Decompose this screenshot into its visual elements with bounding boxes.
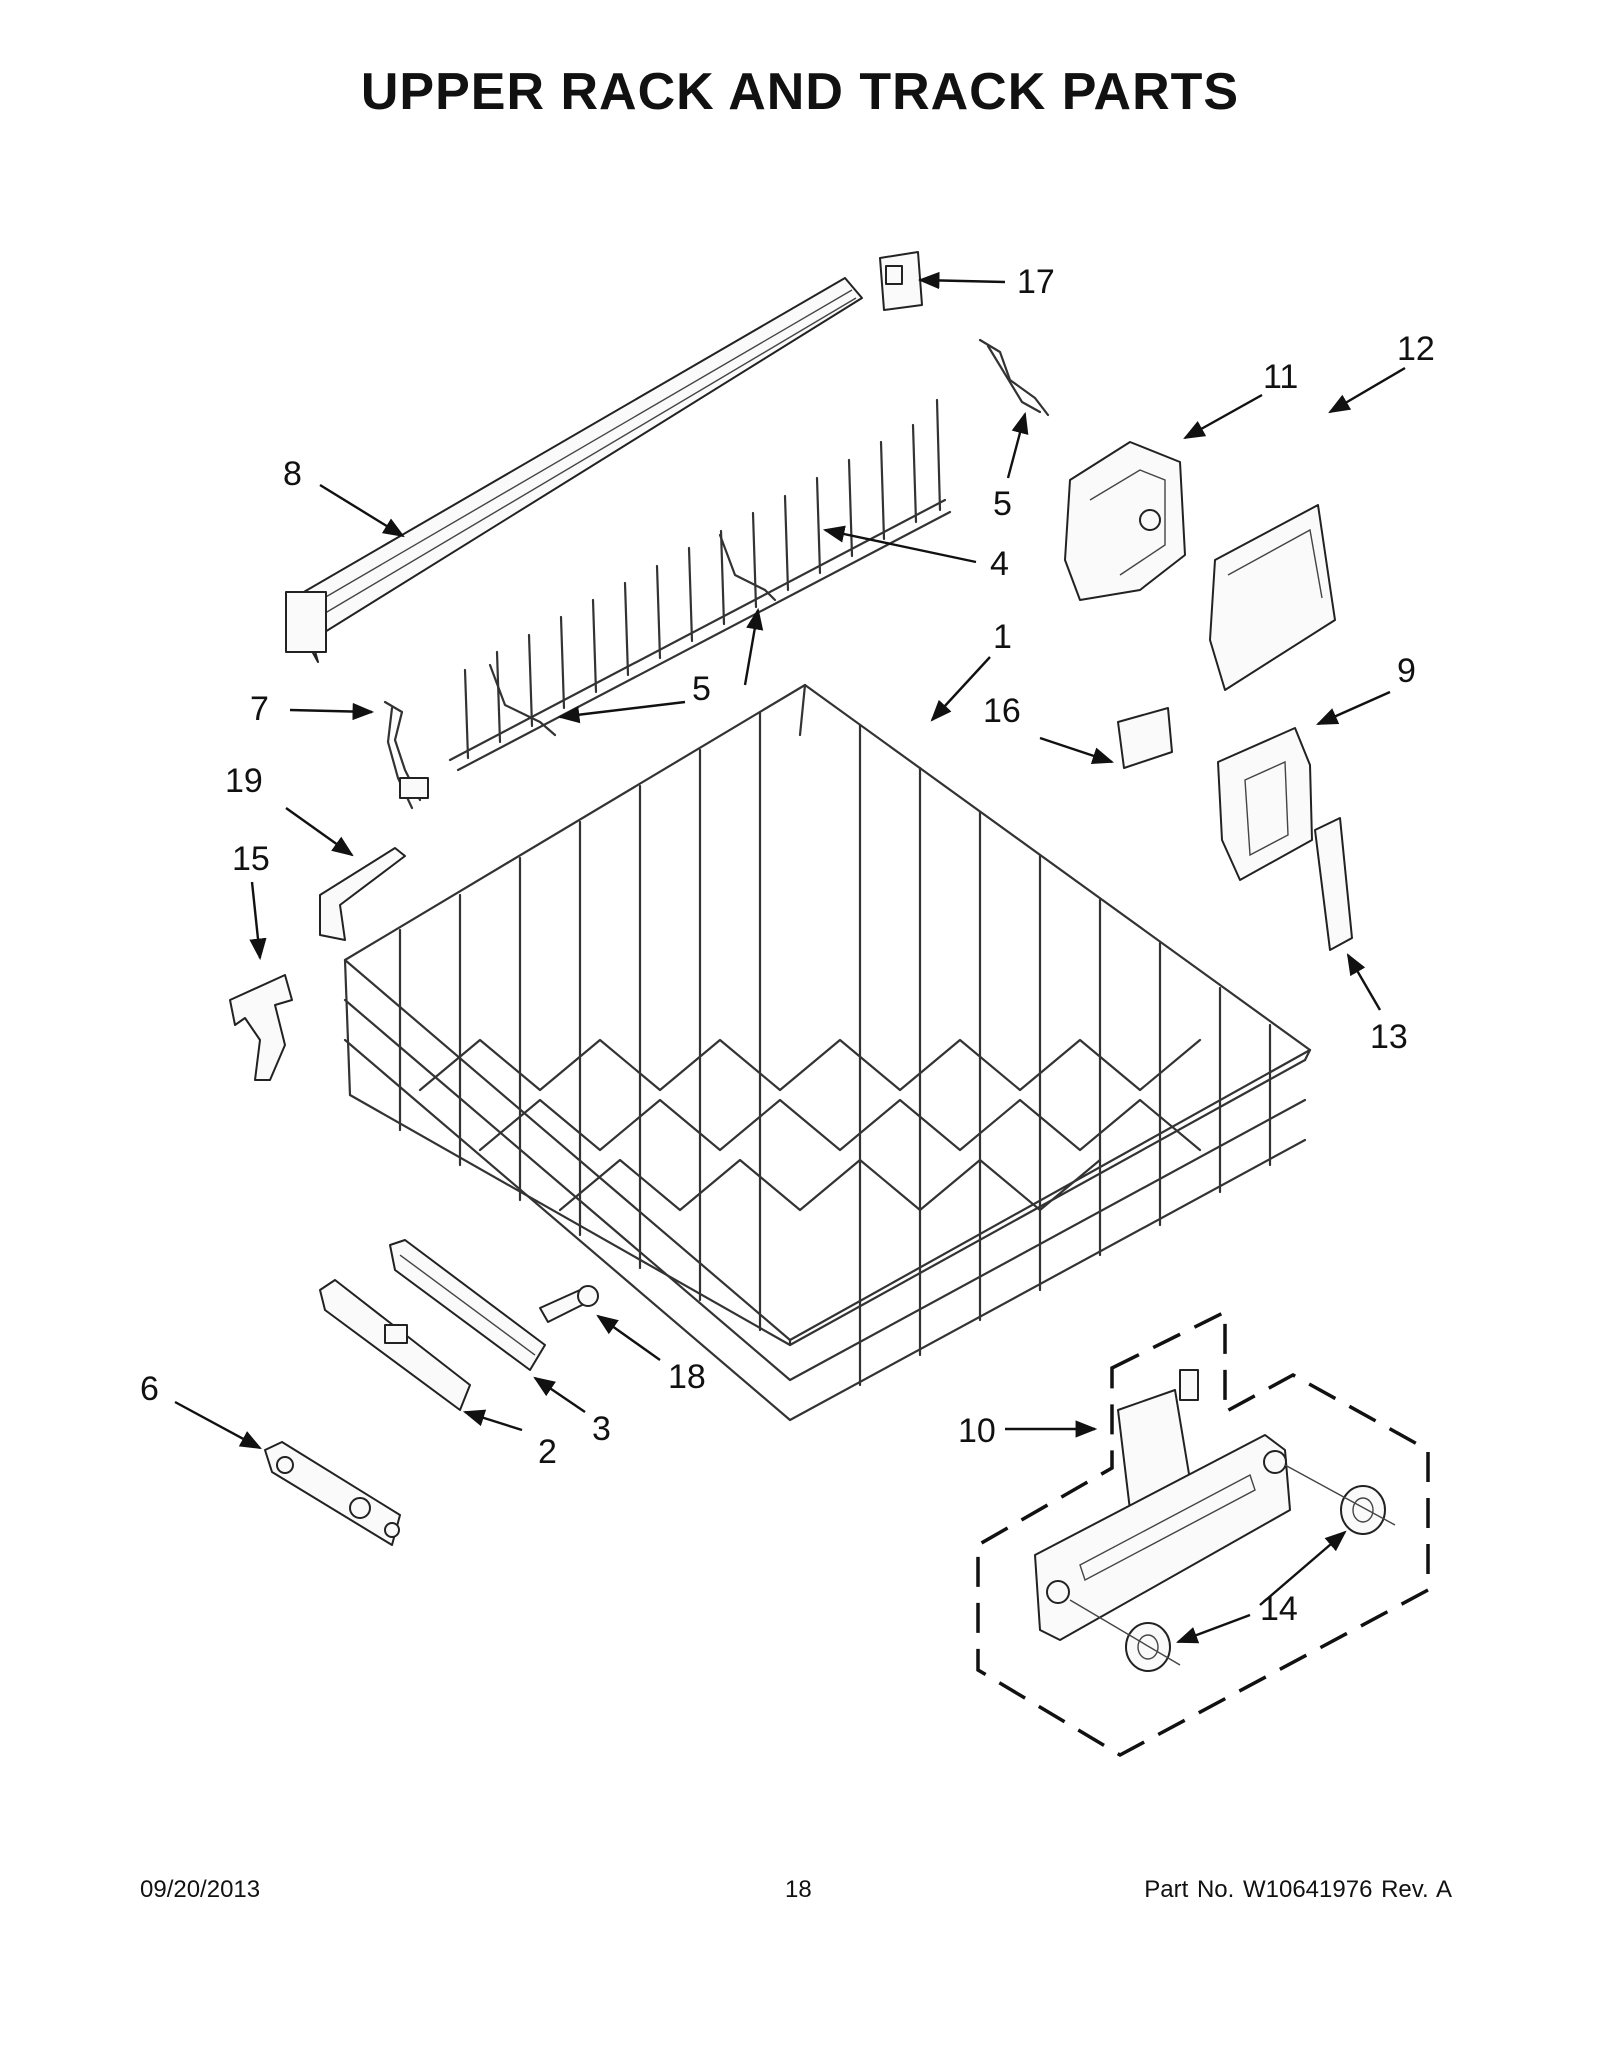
callout-19: 19 — [225, 762, 263, 800]
part-12-adjuster-cover — [1209, 504, 1336, 691]
callout-8: 8 — [283, 455, 302, 493]
footer-page-number: 18 — [785, 1876, 812, 1903]
callout-18: 18 — [668, 1358, 706, 1396]
part-1-upper-rack — [343, 683, 1312, 1422]
callout-1: 1 — [993, 618, 1012, 656]
part-3-handle-base — [389, 1239, 546, 1371]
part-2-handle — [319, 1279, 471, 1411]
callout-17: 17 — [1017, 263, 1055, 301]
callout-12: 12 — [1397, 330, 1435, 368]
callout-2: 2 — [538, 1433, 557, 1471]
part-19-stop-arm — [319, 847, 406, 941]
callout-7: 7 — [250, 690, 269, 728]
part-15-clip — [229, 974, 293, 1081]
callout-labels: 17 11 12 8 5 4 1 5 9 7 16 19 15 13 18 6 … — [140, 263, 1435, 1628]
part-8-rack-track — [285, 277, 863, 663]
callout-11: 11 — [1263, 358, 1298, 396]
callout-4: 4 — [990, 545, 1009, 583]
callout-6: 6 — [140, 1370, 159, 1408]
part-16-small-clip — [1117, 707, 1173, 769]
callout-9: 9 — [1397, 652, 1416, 690]
part-10-adjuster-assembly — [976, 1309, 1430, 1758]
callout-14: 14 — [1260, 1590, 1298, 1628]
callout-16: 16 — [983, 692, 1021, 730]
callout-5-upper: 5 — [993, 485, 1012, 523]
part-5-upper-clip — [978, 338, 1050, 417]
callout-10: 10 — [958, 1412, 996, 1450]
part-6-wheel-bracket — [264, 1441, 401, 1546]
part-11-adjuster-housing — [1064, 441, 1186, 601]
footer-part-number: Part No. W10641976 Rev. A — [1144, 1876, 1452, 1903]
callout-5-lower: 5 — [692, 670, 711, 708]
part-18-screw — [539, 1285, 599, 1323]
part-7-dampener — [383, 700, 429, 810]
callout-3: 3 — [592, 1410, 611, 1448]
part-14-wheels — [1069, 1464, 1396, 1672]
part-17-track-stop — [879, 251, 923, 311]
part-9-adjuster-plate — [1217, 727, 1313, 881]
footer-date: 09/20/2013 — [140, 1876, 261, 1903]
callout-13: 13 — [1370, 1018, 1408, 1056]
page-title: UPPER RACK AND TRACK PARTS — [360, 63, 1240, 121]
part-13-strip — [1314, 817, 1353, 951]
callout-15: 15 — [232, 840, 270, 878]
leader-lines — [174, 271, 1406, 1644]
part-4-cup-shelf — [448, 398, 952, 772]
